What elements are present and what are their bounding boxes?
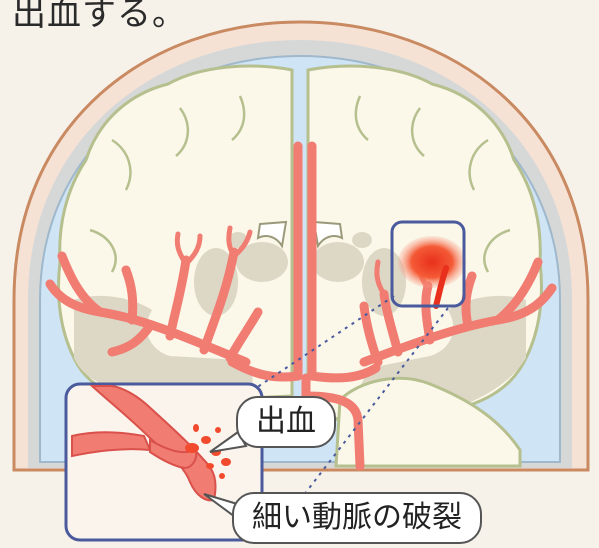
callout-bleeding: 出血 bbox=[236, 396, 336, 448]
artery-right-branch2 bbox=[426, 286, 430, 340]
hemorrhage-spot bbox=[398, 236, 466, 288]
ventricle-mid-right bbox=[352, 232, 372, 248]
thalamus-right bbox=[312, 242, 364, 282]
callout-rupture: 細い動脈の破裂 bbox=[232, 492, 482, 544]
